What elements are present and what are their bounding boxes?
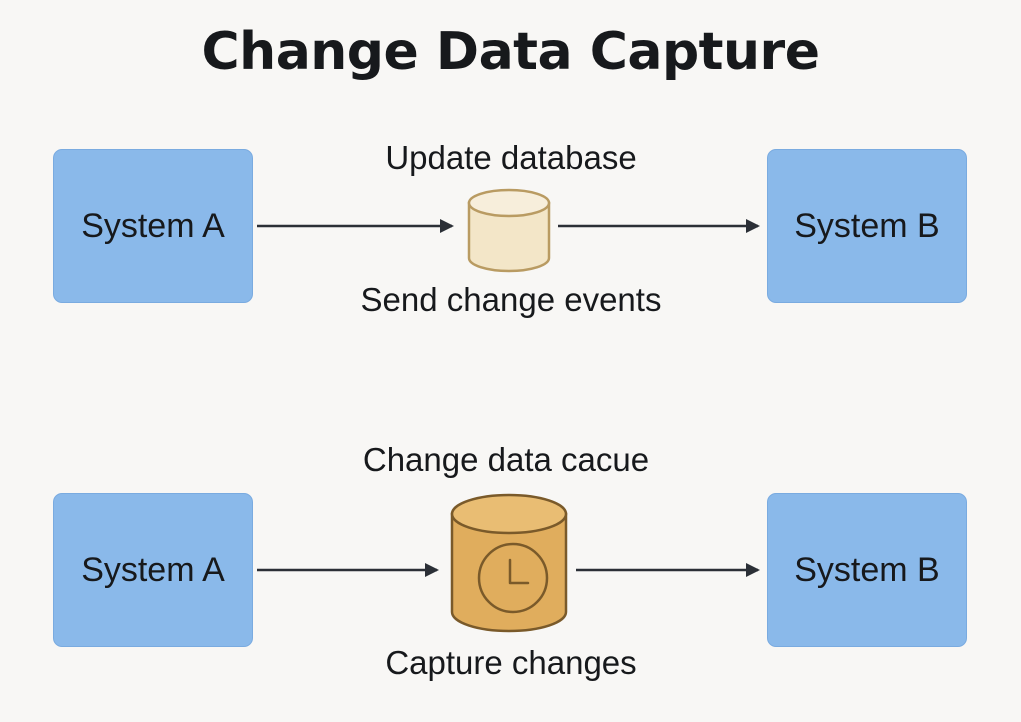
bottom-system-b-label: System B <box>794 550 940 589</box>
top-label-below: Send change events <box>360 281 662 318</box>
top-system-b-label: System B <box>794 206 940 245</box>
top-system-a-label: System A <box>81 206 225 245</box>
bottom-system-a-label: System A <box>81 550 225 589</box>
top-label-above: Update database <box>385 139 637 176</box>
bottom-label-below: Capture changes <box>385 644 637 681</box>
bottom-system-b-box: System B <box>767 493 967 647</box>
diagram-title: Change Data Capture <box>201 22 820 82</box>
clock-cylinder-icon <box>450 493 568 633</box>
top-system-b-box: System B <box>767 149 967 303</box>
bottom-system-a-box: System A <box>53 493 253 647</box>
top-system-a-box: System A <box>53 149 253 303</box>
database-cylinder-icon <box>467 188 551 273</box>
bottom-label-above: Change data cacue <box>362 441 650 478</box>
